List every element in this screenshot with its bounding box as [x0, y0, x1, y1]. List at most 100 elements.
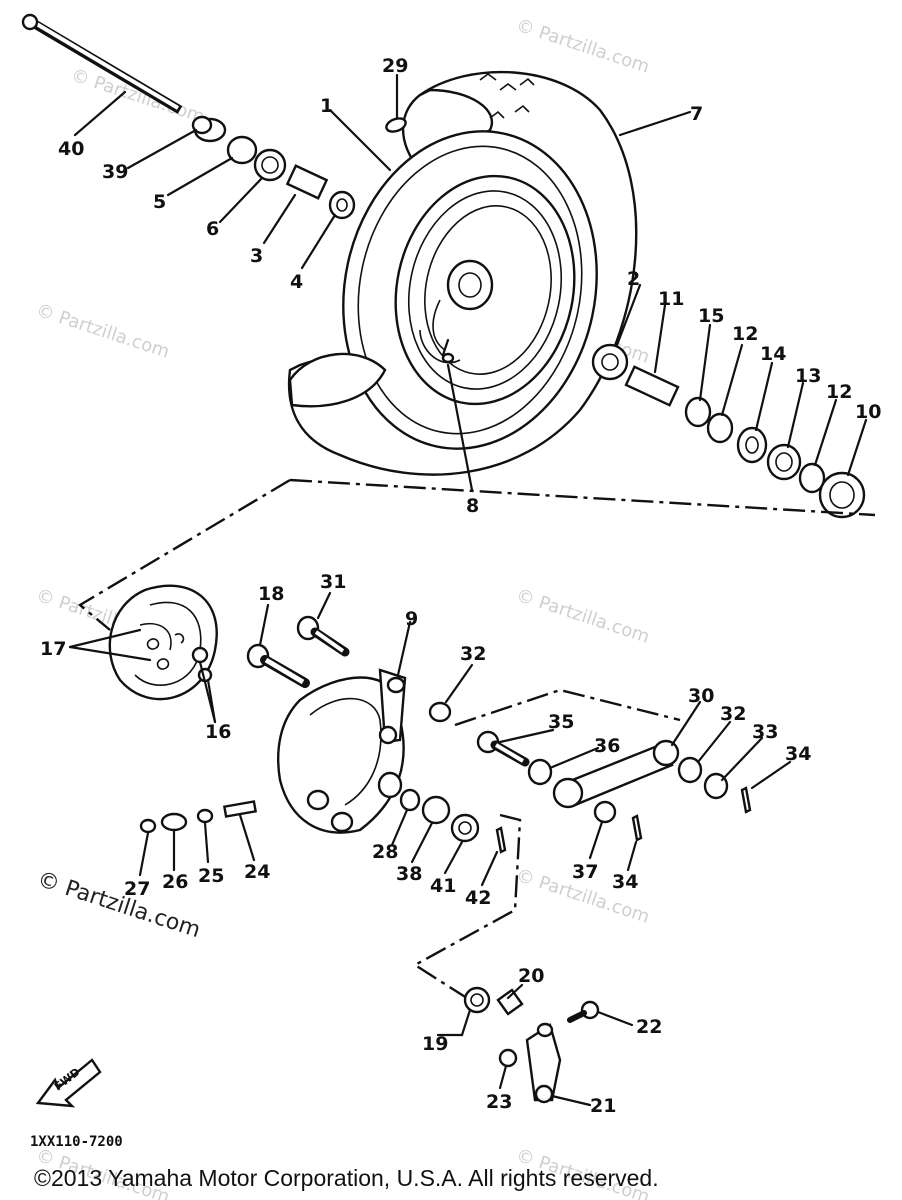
axle-part	[21, 13, 183, 114]
callout-31: 31	[320, 571, 346, 593]
callout-32a: 32	[460, 643, 486, 665]
callout-24: 24	[244, 861, 270, 883]
diagram-code: 1XX110-7200	[30, 1134, 123, 1150]
cotter-pin-34-part	[740, 786, 752, 814]
callout-40: 40	[58, 138, 84, 160]
callout-15: 15	[698, 305, 724, 327]
callout-2: 2	[627, 268, 640, 290]
watermark: © Partzilla.com	[33, 300, 172, 363]
callout-27: 27	[124, 878, 150, 900]
callout-41: 41	[430, 875, 456, 897]
callout-19: 19	[422, 1033, 448, 1055]
assembly-outline-upper	[289, 478, 876, 517]
callout-1: 1	[320, 95, 333, 117]
brake-shoe-part	[108, 584, 218, 701]
fwd-arrow-icon: FWD	[35, 1058, 102, 1108]
callout-12a: 12	[732, 323, 758, 345]
callout-17: 17	[40, 638, 66, 660]
callout-18: 18	[258, 583, 284, 605]
callout-34b: 34	[612, 871, 638, 893]
callout-33: 33	[752, 721, 778, 743]
callout-5: 5	[153, 191, 166, 213]
rod-outline	[454, 688, 681, 727]
washer-36-part	[527, 758, 553, 786]
callout-23: 23	[486, 1091, 512, 1113]
callout-20: 20	[518, 965, 544, 987]
callout-3: 3	[250, 245, 263, 267]
part-24	[222, 800, 258, 818]
washer-32b-part	[677, 756, 703, 784]
spacer-part	[285, 164, 329, 200]
washer-37-part	[593, 800, 617, 824]
callout-38: 38	[396, 863, 422, 885]
callout-26: 26	[162, 871, 188, 893]
leader-lines	[68, 73, 868, 1107]
part-27	[139, 818, 157, 834]
callout-8: 8	[466, 495, 479, 517]
callout-28: 28	[372, 841, 398, 863]
plate-20-part	[496, 988, 524, 1016]
callout-21: 21	[590, 1095, 616, 1117]
bolt-22-part	[567, 1000, 600, 1023]
bearing-13-part	[766, 443, 802, 481]
callout-29: 29	[382, 55, 408, 77]
wheel-tire-part	[287, 70, 638, 476]
collar-part	[191, 115, 227, 143]
seal-10-part	[818, 471, 866, 519]
callout-37: 37	[572, 861, 598, 883]
part-25	[196, 808, 214, 824]
part-26	[160, 812, 188, 832]
callout-42: 42	[465, 887, 491, 909]
callout-6: 6	[206, 218, 219, 240]
callout-4: 4	[290, 271, 303, 293]
spring-19-part	[460, 986, 491, 1037]
oring-28-part	[399, 788, 421, 812]
nut-41-part	[450, 813, 480, 843]
nut-23-part	[498, 1048, 518, 1068]
callout-13: 13	[795, 365, 821, 387]
watermark: © Partzilla.com	[513, 585, 652, 648]
washer-32-part	[428, 701, 452, 723]
pin-42-part	[495, 826, 507, 854]
clip-14-part	[736, 426, 768, 464]
lower-outline	[412, 813, 522, 1002]
callouts: 1 2 3 4 5 6 7 8 9 10 11 12 12 13 14 15 1…	[40, 55, 881, 1117]
callout-22: 22	[636, 1016, 662, 1038]
callout-32b: 32	[720, 703, 746, 725]
bolt-31-part	[296, 615, 350, 657]
washer-15-part	[684, 396, 712, 428]
callout-11: 11	[658, 288, 684, 310]
bolt-35-part	[476, 730, 530, 767]
watermark: © Partzilla.com	[513, 15, 652, 78]
callout-30: 30	[688, 685, 714, 707]
copyright-notice: ©2013 Yamaha Motor Corporation, U.S.A. A…	[34, 1165, 659, 1191]
callout-36: 36	[594, 735, 620, 757]
callout-34a: 34	[785, 743, 811, 765]
sprocket-collar-part	[624, 365, 680, 407]
washer-12-part	[706, 412, 734, 444]
callout-14: 14	[760, 343, 786, 365]
oil-seal-part	[226, 135, 258, 165]
tension-rod-part	[552, 739, 680, 809]
callout-35: 35	[548, 711, 574, 733]
bolt-18-part	[246, 643, 310, 688]
assembly-outline	[77, 478, 291, 631]
callout-16: 16	[205, 721, 231, 743]
callout-9: 9	[405, 608, 418, 630]
callout-10: 10	[855, 401, 881, 423]
bearing-right-part	[591, 343, 629, 381]
watermark: © Partzilla.com	[68, 65, 207, 128]
washer-38-part	[421, 795, 451, 825]
rim-band-part	[385, 117, 407, 133]
callout-7: 7	[690, 103, 703, 125]
bearing-part	[253, 148, 287, 182]
callout-12b: 12	[826, 381, 852, 403]
spacer-flange-part	[328, 190, 356, 220]
brake-panel-part	[277, 668, 407, 834]
callout-39: 39	[102, 161, 128, 183]
lever-21-part	[525, 1022, 562, 1104]
cotter-pin-34b-part	[631, 814, 643, 842]
washer-12b-part	[798, 462, 826, 494]
callout-25: 25	[198, 865, 224, 887]
